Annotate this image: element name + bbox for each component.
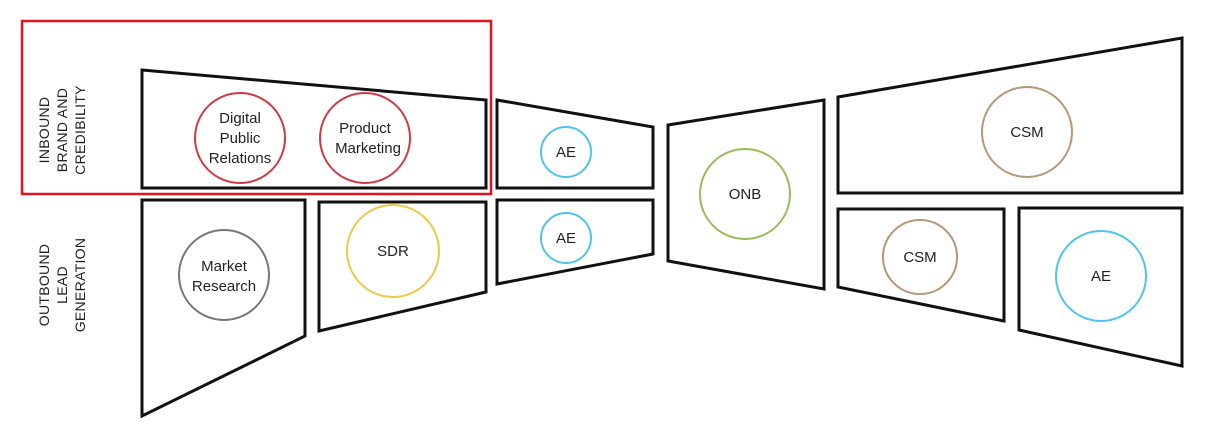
inbound-label-line-2: BRAND AND xyxy=(54,88,70,172)
csm-bottom-circle xyxy=(882,219,958,295)
csm-top-label: CSM xyxy=(1010,124,1043,141)
product-marketing-circle xyxy=(319,92,411,184)
inbound-label-line-1: INBOUND xyxy=(36,97,52,164)
product-marketing-label-1: Product xyxy=(339,120,392,137)
outbound-label-line-1: OUTBOUND xyxy=(36,244,52,327)
ae-bottom-circle xyxy=(540,212,592,264)
digital-pr-label-3: Relations xyxy=(209,150,272,167)
outbound-side-label: OUTBOUND LEAD GENERATION xyxy=(36,238,88,333)
ae-top-label: AE xyxy=(556,144,576,161)
outbound-label-line-3: GENERATION xyxy=(72,238,88,333)
inbound-highlight-box xyxy=(20,19,493,196)
product-marketing-label-2: Marketing xyxy=(335,140,401,157)
digital-pr-label-1: Digital xyxy=(219,110,261,127)
onb-label: ONB xyxy=(729,186,762,203)
ae-bottom-label: AE xyxy=(556,230,576,247)
market-research-label-2: Research xyxy=(192,278,256,295)
ae-top-circle xyxy=(540,126,592,178)
ae-right-label: AE xyxy=(1091,268,1111,285)
outbound-label-line-2: LEAD xyxy=(54,266,70,304)
onb-circle xyxy=(699,148,791,240)
csm-top-circle xyxy=(981,86,1073,178)
ae-right-circle xyxy=(1055,230,1147,322)
csm-bottom-label: CSM xyxy=(903,249,936,266)
digital-pr-label-2: Public xyxy=(220,130,261,147)
inbound-panel xyxy=(140,68,488,190)
sdr-circle xyxy=(346,204,440,298)
market-research-label-1: Market xyxy=(201,258,248,275)
digital-pr-circle xyxy=(194,92,286,184)
market-research-circle xyxy=(178,229,270,321)
sdr-label: SDR xyxy=(377,243,409,260)
inbound-side-label: INBOUND BRAND AND CREDIBILITY xyxy=(36,85,88,175)
inbound-label-line-3: CREDIBILITY xyxy=(72,85,88,175)
